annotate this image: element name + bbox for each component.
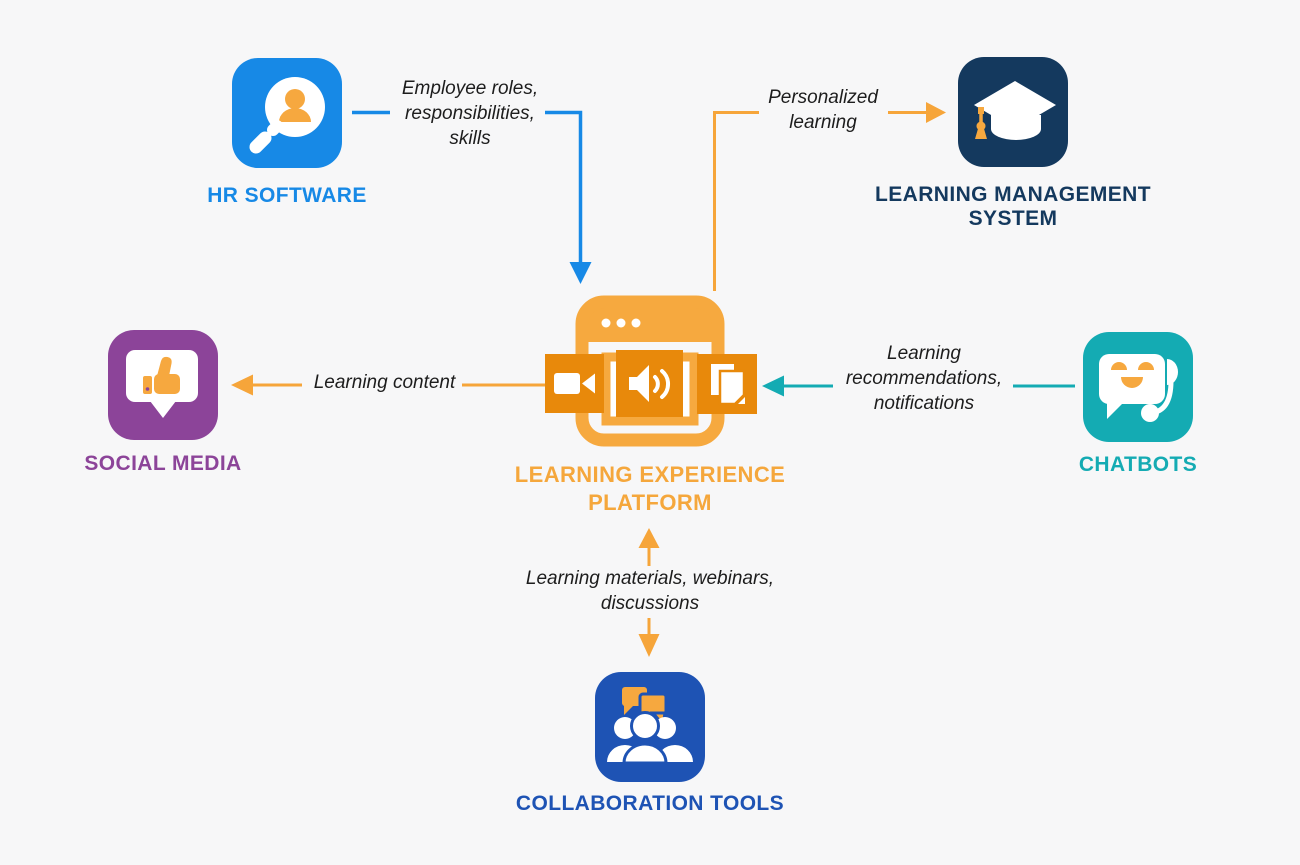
arrowhead-left-icon (231, 374, 253, 396)
arrowhead-down-icon (638, 634, 660, 657)
social-media-label: SOCIAL MEDIA (84, 452, 242, 475)
video-camera-icon (554, 373, 595, 394)
edge-hr-to-lxp (352, 110, 592, 284)
audio-tile (616, 350, 683, 417)
social-media-icon (108, 330, 218, 440)
edge-label-lxp-to-lms: Personalized learning (768, 87, 878, 133)
thumbs-up-bubble-icon (126, 350, 198, 418)
person-search-icon (249, 77, 325, 154)
collaboration-tools-label: COLLABORATION TOOLS (515, 792, 785, 815)
edge-collab-to-lxp (638, 528, 660, 657)
speaker-icon (629, 365, 670, 402)
lxp-label: LEARNING EXPERIENCE PLATFORM (514, 462, 786, 515)
video-tile (545, 354, 604, 413)
chatbots-icon (1083, 332, 1193, 442)
edge-lxp-to-social (231, 374, 545, 396)
lms-icon (958, 57, 1068, 167)
arrowhead-up-icon (638, 528, 660, 548)
edge-label-lxp-to-social: Learning content (313, 372, 456, 393)
chatbots-label: CHATBOTS (1078, 453, 1198, 476)
arrowhead-left-icon (762, 375, 784, 397)
lms-label: LEARNING MANAGEMENT SYSTEM (875, 183, 1151, 230)
robot-chat-icon (1099, 354, 1178, 422)
edge-label-collab-lxp: Learning materials, webinars, discussion… (525, 568, 775, 614)
group-chat-icon (607, 687, 693, 765)
edge-label-hr-to-lxp: Employee roles, responsibilities, skills (401, 78, 539, 149)
documents-tile (697, 354, 757, 414)
arrowhead-down-icon (569, 262, 592, 284)
edge-chatbots-to-lxp (762, 375, 1075, 397)
arrowhead-right-icon (926, 102, 946, 123)
edge-lxp-to-lms (713, 102, 946, 291)
hr-software-icon (232, 58, 342, 168)
collaboration-tools-icon (595, 672, 705, 782)
documents-icon (711, 364, 746, 406)
graduation-cap-icon (974, 81, 1056, 140)
hr-software-label: HR SOFTWARE (207, 184, 367, 207)
edge-label-chatbots-to-lxp: Learning recommendations, notifications (845, 343, 1003, 414)
